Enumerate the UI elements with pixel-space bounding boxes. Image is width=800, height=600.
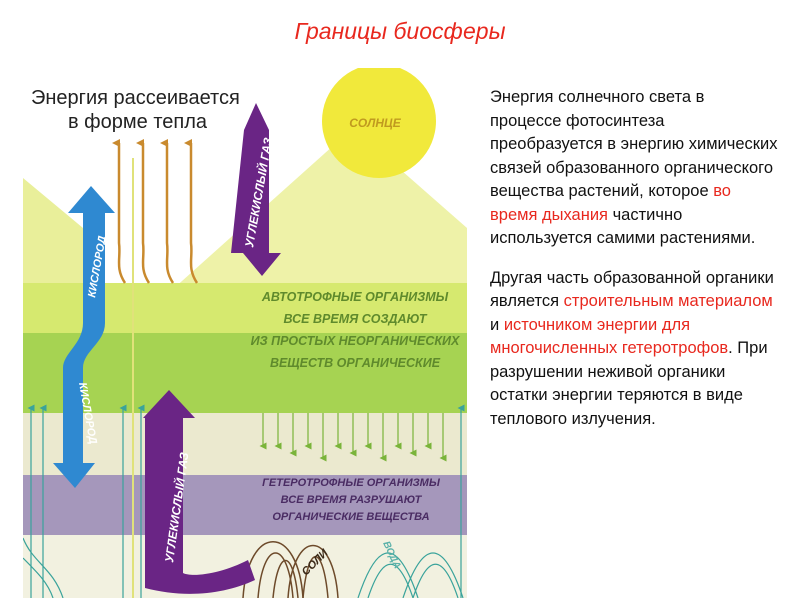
heat-arrows (112, 139, 199, 284)
heterotroph-line: ГЕТЕРОТРОФНЫЕ ОРГАНИЗМЫ (262, 477, 441, 489)
highlight-building-material: строительным материалом (563, 292, 773, 310)
left-mountain (23, 178, 93, 283)
green-down-arrows (259, 413, 447, 462)
oxygen-arrow (53, 186, 115, 488)
slide-title: Границы биосферы (294, 18, 506, 44)
heterotroph-line: ОРГАНИЧЕСКИЕ ВЕЩЕСТВА (272, 511, 429, 523)
text-run: Другая часть образованной органики являе… (490, 268, 774, 311)
heterotroph-line: ВСЕ ВРЕМЯ РАЗРУШАЮТ (281, 494, 423, 506)
co2-top-arrow (231, 103, 281, 276)
paragraph-heterotrophs: Другая часть образованной органики являе… (490, 267, 780, 432)
text-run: и (490, 315, 504, 334)
highlight-respiration: во время дыхания (490, 182, 731, 224)
autotroph-text: АВТОТРОФНЫЕ ОРГАНИЗМЫ ВСЕ ВРЕМЯ СОЗДАЮТ … (251, 290, 460, 370)
autotroph-line: ВСЕ ВРЕМЯ СОЗДАЮТ (283, 312, 427, 326)
co2-bottom-arrow (143, 390, 255, 594)
text-run: частично используется самими растениями. (490, 205, 756, 248)
text-run: Энергия солнечного света в процессе фото… (490, 88, 778, 200)
heat-arrow (136, 139, 151, 284)
heat-arrow (160, 139, 175, 284)
green-band (23, 333, 467, 413)
biosphere-diagram: СОЛНЦЕ Энергия рассеивается в форме тепл… (23, 68, 467, 598)
text-run: . При разрушении неживой органики остатк… (490, 339, 768, 428)
sun-disc (322, 68, 436, 178)
sun-label: СОЛНЦЕ (349, 116, 402, 130)
autotroph-line: АВТОТРОФНЫЕ ОРГАНИЗМЫ (261, 290, 449, 304)
soil-band (23, 413, 467, 475)
explanation-text: Энергия солнечного света в процессе фото… (490, 86, 780, 447)
paragraph-photosynthesis: Энергия солнечного света в процессе фото… (490, 86, 780, 251)
autotroph-line: ИЗ ПРОСТЫХ НЕОРГАНИЧЕСКИХ (251, 334, 460, 348)
heat-label-line2: в форме тепла (68, 111, 208, 133)
heat-arrow (112, 139, 127, 284)
highlight-energy-source: источником энергии для многочисленных ге… (490, 315, 729, 358)
salt-loops (242, 541, 339, 598)
heterotroph-text: ГЕТЕРОТРОФНЫЕ ОРГАНИЗМЫ ВСЕ ВРЕМЯ РАЗРУШ… (262, 477, 441, 523)
heat-label-line1: Энергия рассеивается (31, 87, 240, 109)
heterotroph-band (23, 475, 467, 535)
heat-arrow (184, 139, 199, 284)
teal-up-lines (23, 404, 465, 598)
autotroph-line: ВЕЩЕСТВ ОРГАНИЧЕСКИЕ (270, 356, 441, 370)
